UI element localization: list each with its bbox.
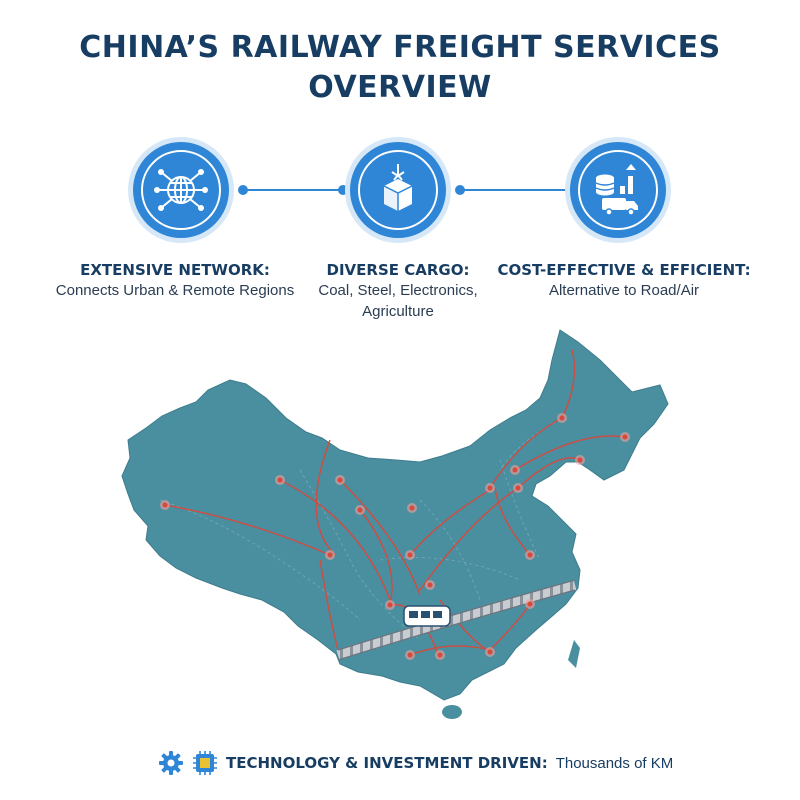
coins-truck-growth-icon [595, 164, 638, 216]
taiwan-shape [568, 640, 580, 668]
hainan-shape [442, 705, 462, 719]
connector-line-1 [243, 189, 343, 191]
connector-dot [238, 185, 248, 195]
feature-network: EXTENSIVE NETWORK: Connects Urban & Remo… [45, 260, 305, 301]
station-markers [160, 413, 630, 660]
feature-heading: DIVERSE CARGO: [326, 261, 470, 279]
chip-icon [193, 751, 217, 775]
globe-network-icon [154, 169, 208, 211]
feature-heading: EXTENSIVE NETWORK: [80, 261, 270, 279]
feature-description: Coal, Steel, Electronics, [318, 282, 478, 299]
page-title: CHINA’S RAILWAY FREIGHT SERVICES OVERVIE… [0, 28, 800, 108]
features-row: EXTENSIVE NETWORK: Connects Urban & Remo… [0, 140, 800, 330]
china-mainland-shape [121, 329, 669, 701]
feature-cargo: DIVERSE CARGO: Coal, Steel, Electronics,… [268, 260, 528, 322]
gear-icon [159, 751, 183, 775]
feature-heading: COST-EFFECTIVE & EFFICIENT: [497, 261, 751, 279]
connector-dot [338, 185, 348, 195]
footer-detail-text: Thousands of KM [555, 754, 674, 772]
connector-dot [455, 185, 465, 195]
title-line-2: OVERVIEW [308, 70, 492, 105]
feature-circle-cargo [350, 142, 446, 238]
railway-track [336, 579, 577, 661]
freight-train-icon [403, 605, 451, 627]
china-railway-map [121, 329, 669, 719]
cargo-box-crane-icon [383, 164, 413, 211]
footer-note: TECHNOLOGY & INVESTMENT DRIVEN: Thousand… [158, 748, 673, 778]
feature-description: Agriculture [362, 303, 434, 320]
feature-circle-network [133, 142, 229, 238]
feature-description: Connects Urban & Remote Regions [55, 282, 295, 299]
connector-line-2 [460, 189, 570, 191]
feature-circle-cost [570, 142, 666, 238]
feature-description: Alternative to Road/Air [548, 282, 700, 299]
footer-strong-text: TECHNOLOGY & INVESTMENT DRIVEN: [226, 754, 548, 772]
title-line-1: CHINA’S RAILWAY FREIGHT SERVICES [79, 30, 721, 65]
freight-routes [164, 349, 626, 661]
feature-cost: COST-EFFECTIVE & EFFICIENT: Alternative … [494, 260, 754, 301]
